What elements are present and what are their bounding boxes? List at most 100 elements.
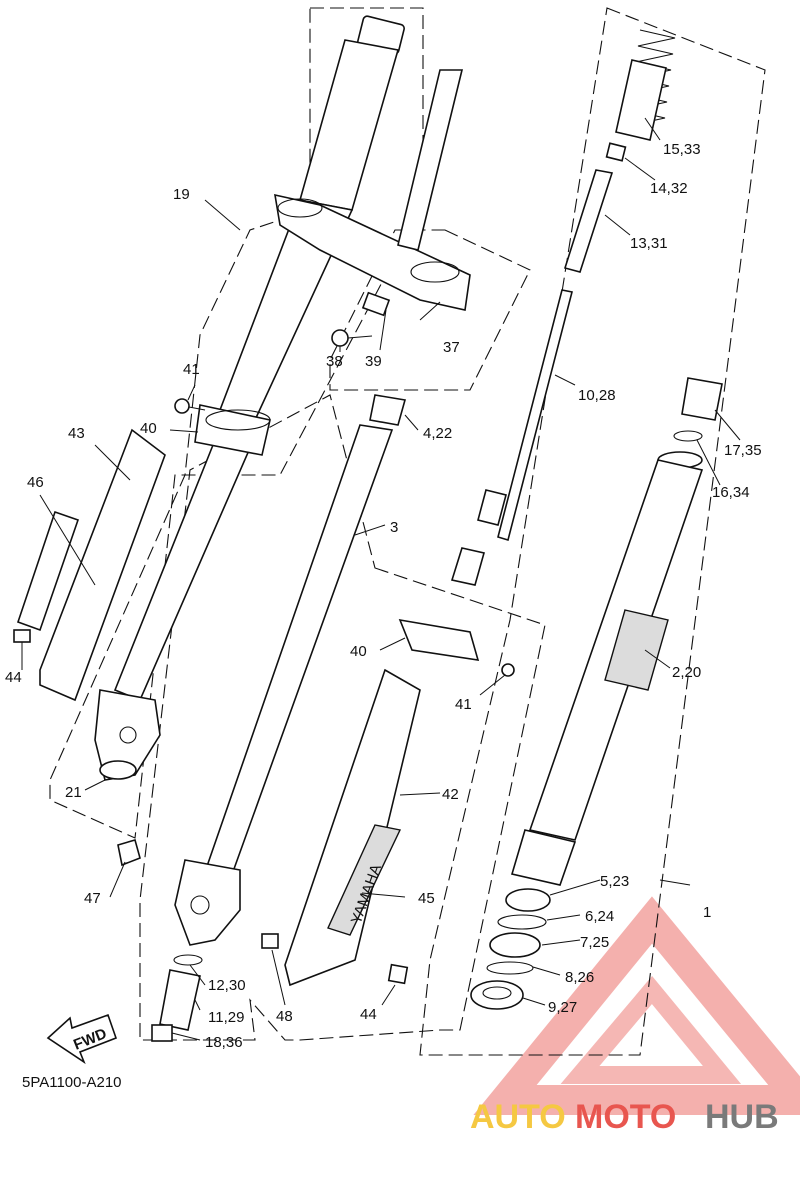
inner-tube-upper bbox=[298, 39, 400, 211]
guard-42 bbox=[284, 668, 421, 987]
bolt-41-lower bbox=[501, 663, 515, 677]
bolt-41-shank bbox=[188, 406, 206, 411]
clamp-ring bbox=[205, 409, 271, 431]
fork-cap-17-35 bbox=[681, 377, 723, 421]
callout-label: 3 bbox=[390, 519, 398, 536]
bracket-47 bbox=[117, 839, 141, 867]
axle-holder-bottom bbox=[99, 760, 137, 780]
damper-rod-upper bbox=[397, 69, 464, 251]
bracket-bore-right bbox=[410, 261, 460, 283]
callout-label: 1 bbox=[703, 904, 711, 921]
watermark-text: AUTO MOTO HUB bbox=[470, 1098, 779, 1136]
bolt-38 bbox=[331, 329, 373, 347]
boundary-bracket-assembly bbox=[329, 229, 531, 391]
callout-label: 14,32 bbox=[650, 180, 688, 197]
axle-bolt-hole bbox=[119, 726, 137, 744]
callout-label: 10,28 bbox=[578, 387, 616, 404]
bracket-bore-left bbox=[277, 198, 323, 218]
bolt-44-lower bbox=[387, 963, 409, 985]
washer-12-30 bbox=[173, 954, 203, 966]
damper-rod-assembly bbox=[203, 69, 464, 881]
o-ring-16-34 bbox=[673, 430, 703, 442]
bumper-11-29 bbox=[159, 969, 201, 1031]
callout-label: 8,26 bbox=[565, 969, 594, 986]
dust-seal-9-27 bbox=[470, 980, 524, 1010]
damper-rod-10-28 bbox=[497, 289, 573, 542]
bolt-44-left bbox=[13, 629, 31, 643]
callout-label: 7,25 bbox=[580, 934, 609, 951]
clamp-40-lower bbox=[398, 618, 480, 661]
axle-bracket-body bbox=[174, 859, 241, 946]
callout-labels: 1 2,20 3 4,22 5,23 6,24 7,25 8,26 9,27 1… bbox=[5, 141, 762, 1051]
callout-label: 41 bbox=[183, 361, 200, 378]
washer-6-24 bbox=[497, 914, 547, 930]
callout-label: 6,24 bbox=[585, 908, 614, 925]
callout-label: 40 bbox=[140, 420, 157, 437]
fwd-arrow-shape bbox=[46, 1013, 118, 1065]
bracket-body bbox=[274, 193, 471, 311]
fork-tube-left-19 bbox=[94, 15, 405, 781]
bolt-48 bbox=[261, 933, 279, 949]
bolt-41-head bbox=[174, 398, 190, 414]
callout-label: 47 bbox=[84, 890, 101, 907]
callout-label: 5,23 bbox=[600, 873, 629, 890]
fork-guard-right: YAMAHA bbox=[284, 618, 515, 987]
guard-46-panel bbox=[16, 510, 80, 632]
callout-label: 13,31 bbox=[630, 235, 668, 252]
callout-label: 4,22 bbox=[423, 425, 452, 442]
nut-14-32 bbox=[605, 142, 627, 162]
seal-7-25 bbox=[489, 932, 541, 958]
collar-4-22 bbox=[369, 394, 407, 426]
callout-label: 12,30 bbox=[208, 977, 246, 994]
watermark-triangle-outer bbox=[473, 896, 800, 1115]
callout-label: 44 bbox=[360, 1006, 377, 1023]
callout-label: 45 bbox=[418, 890, 435, 907]
outer-tube-bottom bbox=[510, 829, 577, 886]
callout-label: 15,33 bbox=[663, 141, 701, 158]
rod-piston-upper bbox=[477, 489, 507, 526]
watermark-text-hub: HUB bbox=[705, 1098, 779, 1136]
callout-label: 38 bbox=[326, 353, 343, 370]
bolt-18-36 bbox=[151, 1024, 173, 1042]
bolt-38-head bbox=[331, 329, 349, 347]
callout-label: 43 bbox=[68, 425, 85, 442]
callout-label: 37 bbox=[443, 339, 460, 356]
callout-label: 18,36 bbox=[205, 1034, 243, 1051]
dust-seal-inner bbox=[482, 986, 512, 1000]
callout-label: 39 bbox=[365, 353, 382, 370]
diagram-code: 5PA1100-A210 bbox=[22, 1074, 122, 1091]
callout-label: 48 bbox=[276, 1008, 293, 1025]
rod-piston-lower bbox=[450, 547, 485, 586]
leader-lines bbox=[21, 117, 741, 1041]
axle-bracket-hole bbox=[190, 895, 210, 915]
guard-45-brand-panel bbox=[327, 824, 402, 936]
fork-guard-left bbox=[13, 428, 166, 702]
bolt-38-shank bbox=[347, 335, 373, 339]
callout-label: 2,20 bbox=[672, 664, 701, 681]
seal-5-23 bbox=[505, 888, 551, 912]
callout-label: 17,35 bbox=[724, 442, 762, 459]
clip-8-26 bbox=[486, 961, 534, 975]
callout-label: 9,27 bbox=[548, 999, 577, 1016]
axle-bracket-lower bbox=[117, 839, 279, 1042]
callout-label: 42 bbox=[442, 786, 459, 803]
right-spring-assembly bbox=[450, 29, 723, 586]
axle-holder-21 bbox=[94, 689, 161, 781]
steering-bracket-37 bbox=[274, 193, 471, 317]
callout-label: 44 bbox=[5, 669, 22, 686]
callout-label: 16,34 bbox=[712, 484, 750, 501]
watermark-triangle-inner bbox=[560, 975, 742, 1084]
callout-label: 19 bbox=[173, 186, 190, 203]
bolt-41-upper bbox=[174, 398, 206, 414]
callout-label: 21 bbox=[65, 784, 82, 801]
seal-stack bbox=[470, 888, 551, 1010]
fwd-arrow: FWD bbox=[46, 1013, 118, 1065]
boundary-outer-fork-assembly bbox=[419, 7, 766, 1056]
callout-label: 46 bbox=[27, 474, 44, 491]
watermark-logo bbox=[473, 896, 800, 1115]
bracket-clip-39 bbox=[361, 291, 391, 317]
outer-tube-2-20 bbox=[510, 451, 704, 886]
spacer-13-31 bbox=[563, 169, 614, 273]
